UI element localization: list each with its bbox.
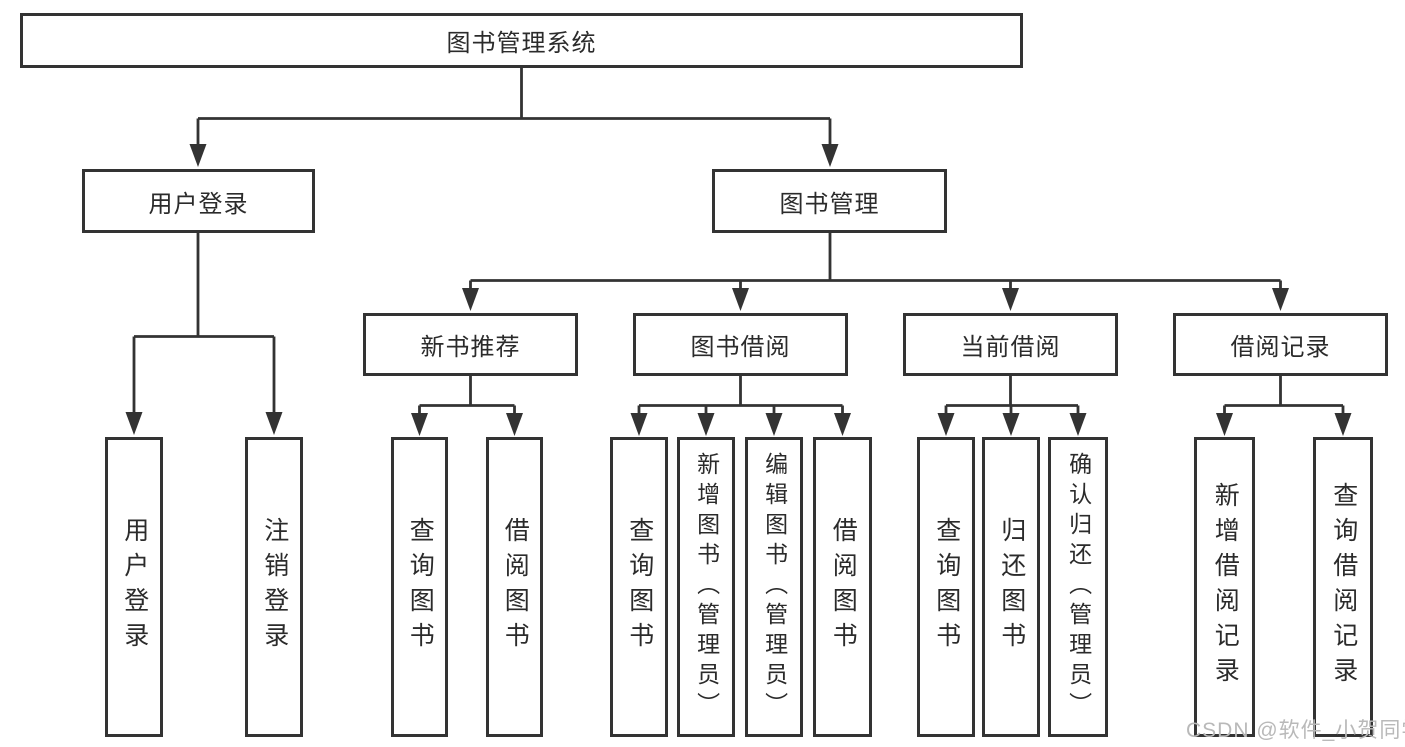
leaf-borrow-query-label: 查询图书 xyxy=(625,517,654,657)
leaf-current-query-label: 查询图书 xyxy=(932,517,961,657)
node-borrow-record: 借阅记录 xyxy=(1173,313,1388,376)
connector-root-to-level2 xyxy=(189,68,839,167)
leaf-logout-label: 注销登录 xyxy=(260,517,289,657)
arrowhead-icon xyxy=(765,413,783,436)
arrowhead-icon xyxy=(1069,413,1087,436)
arrowhead-icon xyxy=(506,413,523,436)
leaf-borrow-book: 借阅图书 xyxy=(813,437,872,737)
arrowhead-icon xyxy=(1334,413,1352,436)
arrowhead-icon xyxy=(1002,413,1020,436)
connector-new-book-to-leaves xyxy=(411,376,523,436)
node-book-mgmt-label: 图书管理 xyxy=(779,190,880,218)
arrowhead-icon xyxy=(937,413,955,436)
leaf-add-book-admin: 新增图书（管理员） xyxy=(677,437,735,737)
leaf-return-book-label: 归还图书 xyxy=(997,517,1026,657)
leaf-current-query: 查询图书 xyxy=(917,437,975,737)
leaf-user-login-label: 用户登录 xyxy=(120,517,149,657)
node-user-login: 用户登录 xyxy=(82,169,315,233)
leaf-logout: 注销登录 xyxy=(245,437,303,737)
node-new-book-label: 新书推荐 xyxy=(420,334,521,361)
leaf-edit-book-admin: 编辑图书（管理员） xyxy=(745,437,803,737)
leaf-query-borrow-record-label: 查询借阅记录 xyxy=(1329,482,1358,692)
leaf-confirm-return-admin: 确认归还（管理员） xyxy=(1048,437,1108,737)
connector-book-borrow-to-leaves xyxy=(630,376,851,436)
arrowhead-icon xyxy=(1002,288,1019,311)
node-current-borrow-label: 当前借阅 xyxy=(960,334,1061,361)
leaf-add-borrow-record: 新增借阅记录 xyxy=(1194,437,1255,737)
leaf-edit-book-admin-label: 编辑图书（管理员） xyxy=(761,452,788,722)
leaf-add-book-admin-label: 新增图书（管理员） xyxy=(693,452,720,722)
node-root-label: 图书管理系统 xyxy=(446,30,597,57)
leaf-new-book-borrow: 借阅图书 xyxy=(486,437,543,737)
node-current-borrow: 当前借阅 xyxy=(903,313,1118,376)
leaf-user-login: 用户登录 xyxy=(105,437,163,737)
connector-current-borrow-to-leaves xyxy=(937,376,1087,436)
arrowhead-icon xyxy=(630,413,648,436)
leaf-new-book-query: 查询图书 xyxy=(391,437,448,737)
connector-borrow-record-to-leaves xyxy=(1216,376,1352,436)
leaf-new-book-borrow-label: 借阅图书 xyxy=(501,517,530,657)
arrowhead-icon xyxy=(125,412,143,435)
arrowhead-icon xyxy=(821,144,839,167)
node-root: 图书管理系统 xyxy=(20,13,1023,68)
node-book-borrow: 图书借阅 xyxy=(633,313,848,376)
leaf-borrow-query: 查询图书 xyxy=(610,437,668,737)
arrowhead-icon xyxy=(265,412,283,435)
csdn-watermark: CSDN @软件_小贺同学 xyxy=(1186,719,1405,742)
connector-book-mgmt-to-level3 xyxy=(462,233,1289,311)
arrowhead-icon xyxy=(834,413,851,436)
node-book-mgmt: 图书管理 xyxy=(712,169,947,233)
arrowhead-icon xyxy=(462,288,479,311)
arrowhead-icon xyxy=(1216,413,1233,436)
leaf-return-book: 归还图书 xyxy=(982,437,1040,737)
arrowhead-icon xyxy=(1272,288,1289,311)
leaf-query-borrow-record: 查询借阅记录 xyxy=(1313,437,1373,737)
leaf-confirm-return-admin-label: 确认归还（管理员） xyxy=(1065,452,1092,722)
arrowhead-icon xyxy=(697,413,715,436)
arrowhead-icon xyxy=(411,413,428,436)
leaf-borrow-book-label: 借阅图书 xyxy=(829,517,858,657)
leaf-new-book-query-label: 查询图书 xyxy=(406,517,435,657)
connector-user-login-to-leaves xyxy=(125,233,283,435)
node-user-login-label: 用户登录 xyxy=(148,190,249,218)
node-new-book: 新书推荐 xyxy=(363,313,578,376)
node-book-borrow-label: 图书借阅 xyxy=(690,334,791,361)
leaf-add-borrow-record-label: 新增借阅记录 xyxy=(1211,482,1240,692)
arrowhead-icon xyxy=(189,144,207,167)
node-borrow-record-label: 借阅记录 xyxy=(1230,334,1331,361)
arrowhead-icon xyxy=(732,288,749,311)
